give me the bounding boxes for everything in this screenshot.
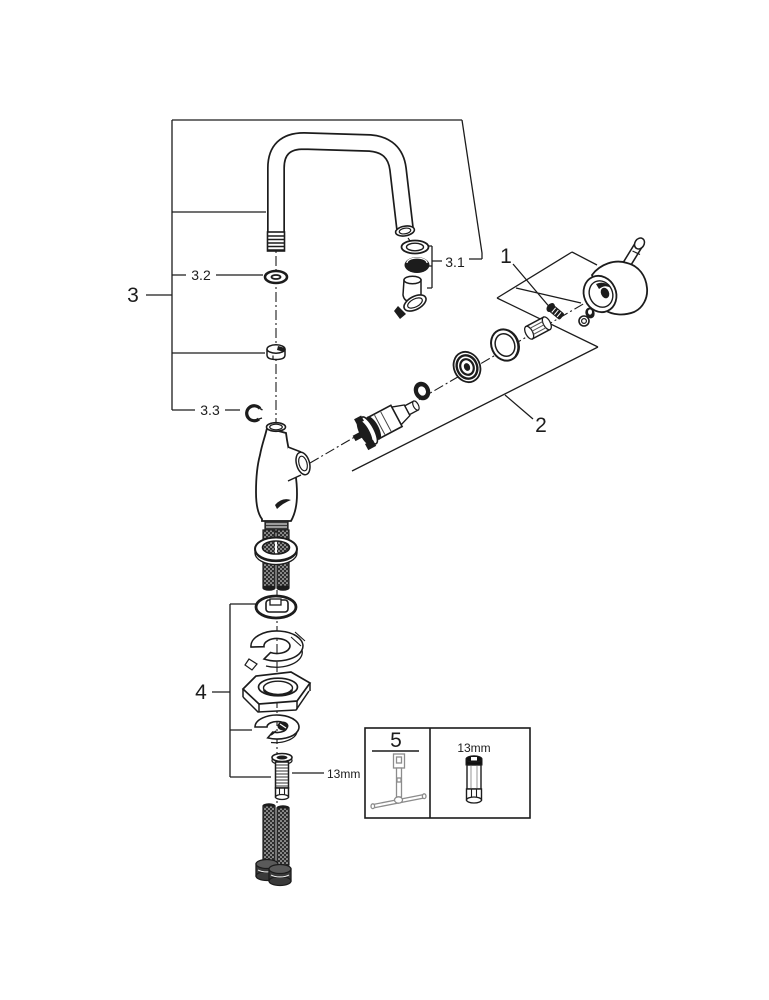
spout-thread — [266, 231, 286, 252]
mounting-nut — [241, 671, 312, 713]
retaining-clip — [245, 404, 263, 423]
handle-body — [582, 260, 648, 316]
bracket-3 — [146, 119, 483, 411]
horseshoe-gasket — [244, 630, 306, 671]
base-seal-ring — [254, 594, 298, 620]
spout-tube-fill — [268, 133, 413, 232]
escutcheon-ring — [490, 328, 520, 362]
swivel-ring-notch — [277, 346, 285, 352]
tool-box — [364, 727, 531, 819]
label-stud-13mm: 13mm — [327, 767, 360, 781]
aerator-washer — [400, 239, 430, 255]
leader-2 — [504, 394, 534, 420]
label-3-1: 3.1 — [445, 254, 465, 270]
threaded-stud — [271, 752, 293, 801]
cartridge-axis — [309, 295, 598, 464]
label-socket-13mm: 13mm — [457, 741, 490, 755]
aerator-housing — [394, 275, 427, 319]
faucet-body — [255, 421, 311, 522]
swivel-ring — [266, 344, 286, 361]
supply-hoses — [255, 803, 292, 887]
label-5: 5 — [390, 729, 402, 752]
aerator-insert — [404, 257, 430, 273]
label-3-3: 3.3 — [200, 402, 220, 418]
shank-and-hoses — [254, 520, 298, 591]
socket-13mm — [465, 755, 483, 804]
label-1: 1 — [500, 245, 512, 268]
aerator-housing-foot — [394, 306, 406, 319]
cartridge-adapter — [524, 316, 552, 340]
handle-inner-mark — [596, 282, 611, 289]
label-3-2: 3.2 — [191, 267, 211, 283]
label-2: 2 — [535, 414, 547, 437]
spout — [245, 131, 416, 423]
callout-brackets — [146, 119, 599, 778]
spout-o-ring — [263, 269, 289, 285]
cartridge-o-ring — [413, 381, 431, 401]
label-3: 3 — [127, 284, 139, 307]
body-side-port — [287, 446, 311, 482]
bracket-1-2 — [351, 251, 599, 472]
body-logo-mark — [275, 499, 291, 509]
hose-connector-right — [268, 863, 292, 887]
horseshoe-clamp — [254, 714, 300, 744]
cartridge-cap — [452, 350, 482, 384]
handle-assembly — [546, 237, 648, 327]
handle-screw — [546, 303, 564, 320]
cartridge — [352, 400, 420, 451]
mounting-assembly — [241, 594, 312, 801]
leader-1 — [512, 263, 582, 311]
hose-lower-left — [262, 805, 276, 865]
bracket-4 — [212, 603, 271, 778]
base-flange-ring — [254, 536, 298, 566]
tool-box-frame — [364, 727, 531, 819]
labels: 1 2 3 3.1 3.2 3.3 4 5 13mm 13mm — [127, 245, 547, 781]
cartridge-assembly — [352, 316, 552, 451]
label-4: 4 — [195, 681, 207, 704]
hose-lower-right — [276, 807, 290, 866]
aerator-assembly — [394, 239, 430, 319]
mounting-tool — [370, 753, 427, 810]
handle-plug — [578, 307, 595, 327]
spout-mouth — [394, 225, 416, 237]
